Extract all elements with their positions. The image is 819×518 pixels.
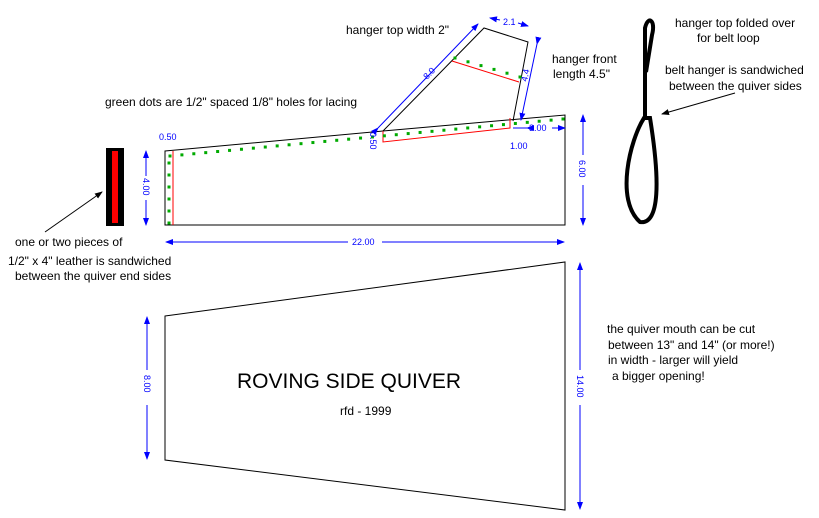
lacing-hole <box>216 150 220 154</box>
dim-hanger-top-arrow <box>517 21 529 27</box>
hanger-fold-line <box>451 60 520 83</box>
lacing-hole <box>239 147 243 151</box>
lacing-hole <box>311 141 315 145</box>
lacing-hole <box>167 161 171 165</box>
lacing-hole <box>251 146 255 150</box>
belt-hanger-arrow <box>661 92 736 115</box>
lacing-hole <box>382 134 386 138</box>
lacing-hole <box>228 148 232 152</box>
dim-bottom-right-height: 14.00 <box>575 375 585 398</box>
lacing-hole <box>454 127 458 131</box>
dim-right-height: 6.00 <box>577 160 587 178</box>
lacing-hole <box>370 135 374 139</box>
note-belt-hanger: between the quiver sides <box>669 79 802 93</box>
dim-hanger-depth: 1.00 <box>510 141 528 151</box>
lacing-hole <box>549 118 553 122</box>
lacing-hole <box>537 119 541 123</box>
lower-side-piece <box>164 261 566 511</box>
belt-loop-drawing <box>624 18 659 225</box>
lacing-hole <box>167 221 171 225</box>
lacing-hole <box>490 124 494 128</box>
lacing-hole <box>466 126 470 130</box>
lacing-hole <box>299 142 303 146</box>
hanger-outline <box>382 27 529 132</box>
note-hanger-top: hanger top width 2" <box>346 23 449 37</box>
note-leather: one or two pieces of <box>15 235 123 249</box>
lacing-hole <box>167 173 171 177</box>
lacing-holes <box>167 56 565 225</box>
leather-center <box>112 151 118 223</box>
note-green-dots: green dots are 1/2" spaced 1/8" holes fo… <box>105 95 357 109</box>
dim-hanger-top-label: 2.1 <box>503 17 516 27</box>
lacing-hole <box>466 60 470 64</box>
lacing-hole <box>180 153 184 157</box>
lacing-hole <box>287 143 291 147</box>
leather-arrow <box>44 191 103 233</box>
dim-hanger-offset: 3.00 <box>529 123 547 133</box>
lacing-hole <box>394 133 398 137</box>
dim-hanger-front <box>519 36 542 121</box>
lacing-hole <box>418 130 422 134</box>
lacing-hole <box>192 152 196 156</box>
note-hanger-folded: hanger top folded over <box>675 16 795 30</box>
dim-hanger-length <box>370 23 479 136</box>
lacing-hole <box>492 67 496 71</box>
note-leather: between the quiver end sides <box>15 269 171 283</box>
dim-hanger-length-label: 8.0 <box>421 65 437 81</box>
note-leather: 1/2" x 4" leather is sandwiched <box>8 254 171 268</box>
dim-length: 22.00 <box>352 237 375 247</box>
note-mouth: a bigger opening! <box>612 369 705 383</box>
lacing-hole <box>168 154 172 158</box>
lacing-hole <box>167 197 171 201</box>
note-belt-hanger: belt hanger is sandwiched <box>665 63 804 77</box>
diagram-title: ROVING SIDE QUIVER <box>237 370 461 393</box>
note-hanger-folded: for belt loop <box>697 31 760 45</box>
note-mouth: the quiver mouth can be cut <box>607 322 756 336</box>
dim-bottom-left-height: 8.00 <box>142 375 152 393</box>
lacing-hole <box>323 139 327 143</box>
lacing-hole <box>335 138 339 142</box>
lacing-hole <box>347 137 351 141</box>
note-mouth: in width - larger will yield <box>608 353 738 367</box>
dim-notch-offset: 0.50 <box>368 132 378 150</box>
lacing-hole <box>263 145 267 149</box>
lacing-hole <box>478 125 482 129</box>
author-credit: rfd - 1999 <box>340 404 392 418</box>
lacing-hole <box>442 128 446 132</box>
dim-hanger-top-arrow <box>489 16 501 23</box>
lacing-hole <box>561 117 565 121</box>
lacing-hole <box>505 71 509 75</box>
note-mouth: between 13" and 14" (or more!) <box>608 338 775 352</box>
note-hanger-front: length 4.5" <box>553 67 610 81</box>
lacing-hole <box>430 129 434 133</box>
lacing-hole <box>204 151 208 155</box>
dim-left-offset: 0.50 <box>159 132 177 142</box>
lacing-hole <box>525 120 529 124</box>
lacing-hole <box>513 121 517 125</box>
lacing-hole <box>453 56 457 60</box>
upper-side-piece <box>164 114 566 226</box>
note-hanger-front: hanger front <box>552 52 617 66</box>
lacing-hole <box>359 136 363 140</box>
dim-hanger-front-label: 4.4 <box>519 68 531 82</box>
lacing-hole <box>167 209 171 213</box>
lacing-hole <box>501 123 505 127</box>
dim-left-height: 4.00 <box>141 178 151 196</box>
lacing-hole <box>406 132 410 136</box>
lacing-hole <box>479 64 483 68</box>
lacing-hole <box>167 185 171 189</box>
lacing-hole <box>275 144 279 148</box>
